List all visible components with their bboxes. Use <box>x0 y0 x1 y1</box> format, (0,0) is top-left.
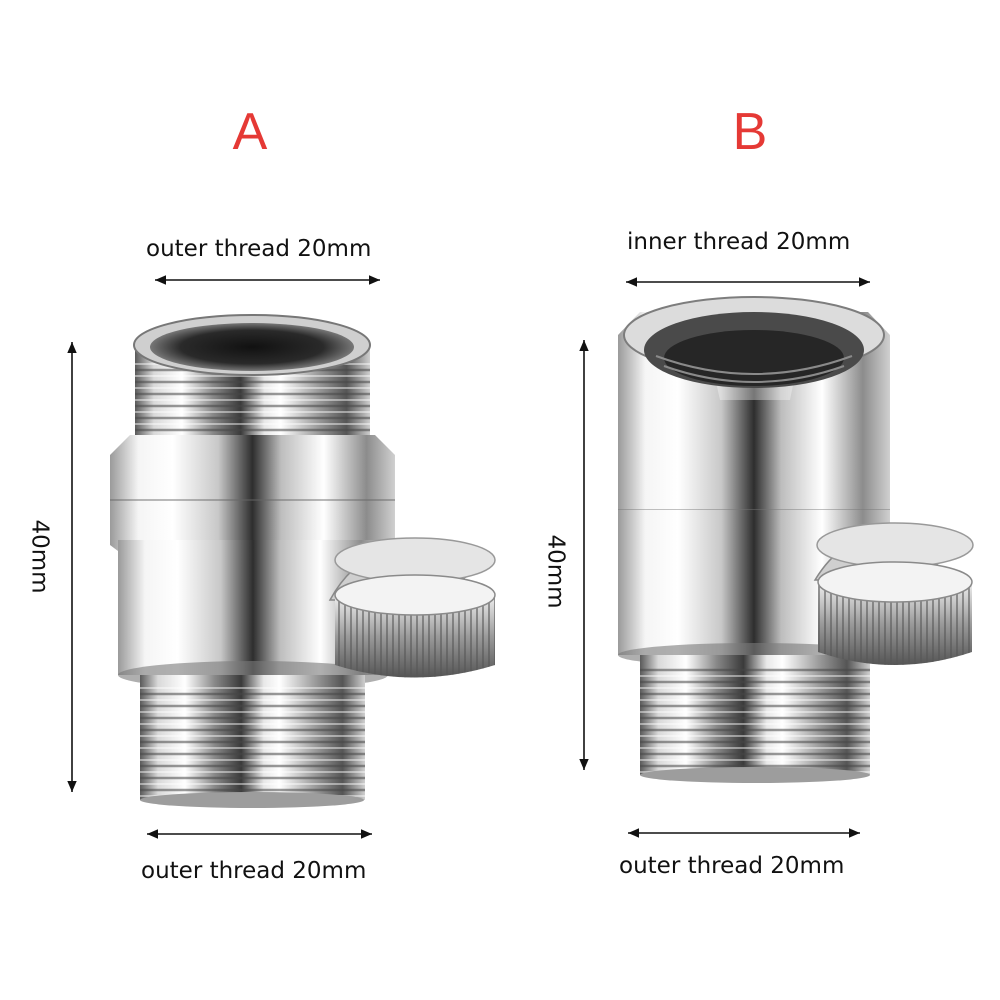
variant-a-label: A <box>232 103 268 161</box>
variant-a-bottom-dimension: outer thread 20mm <box>141 858 367 884</box>
variant-b-fitting <box>618 296 974 783</box>
variant-b-top-dimension: inner thread 20mm <box>627 229 851 255</box>
dimension-arrows <box>67 275 870 839</box>
variant-a-top-dimension: outer thread 20mm <box>146 236 372 262</box>
variant-b-bottom-dimension: outer thread 20mm <box>619 853 845 879</box>
variant-a-fitting <box>110 314 496 808</box>
variant-b-label: B <box>732 103 768 161</box>
